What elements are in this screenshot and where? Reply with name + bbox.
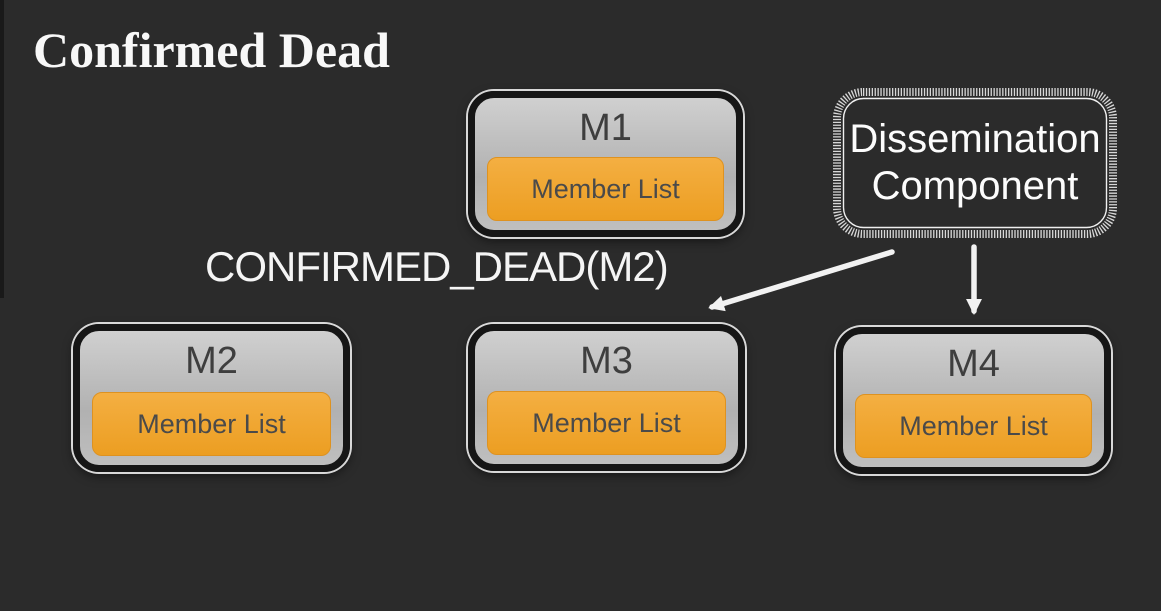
dissemination-label-line2: Component — [871, 164, 1079, 208]
confirmed-dead-message-label: CONFIRMED_DEAD(M2) — [205, 243, 669, 290]
node-m4: M4 Member List — [836, 327, 1111, 474]
node-m1: M1 Member List — [468, 91, 743, 237]
node-m4-member-list-box: Member List — [855, 394, 1092, 458]
node-m2-member-list-label: Member List — [137, 408, 286, 439]
node-m1-label: M1 — [579, 106, 632, 149]
slide-title: Confirmed Dead — [33, 22, 390, 78]
node-m2: M2 Member List — [73, 324, 350, 472]
node-m1-member-list-box: Member List — [487, 157, 724, 221]
node-m1-member-list-label: Member List — [531, 173, 680, 204]
node-m3-member-list-label: Member List — [532, 407, 681, 438]
dissemination-label-line1: Dissemination — [849, 117, 1101, 161]
node-m3: M3 Member List — [468, 324, 745, 471]
node-m4-member-list-label: Member List — [899, 410, 1048, 441]
arrow-dissemination-to-m3 — [708, 249, 895, 312]
dissemination-component-box: Dissemination Component — [833, 90, 1117, 236]
node-m2-member-list-box: Member List — [92, 392, 331, 456]
node-m3-label: M3 — [580, 339, 633, 382]
node-m4-label: M4 — [947, 342, 1000, 385]
node-m3-member-list-box: Member List — [487, 391, 726, 455]
node-m2-label: M2 — [185, 339, 238, 382]
slide-left-edge — [0, 0, 4, 298]
